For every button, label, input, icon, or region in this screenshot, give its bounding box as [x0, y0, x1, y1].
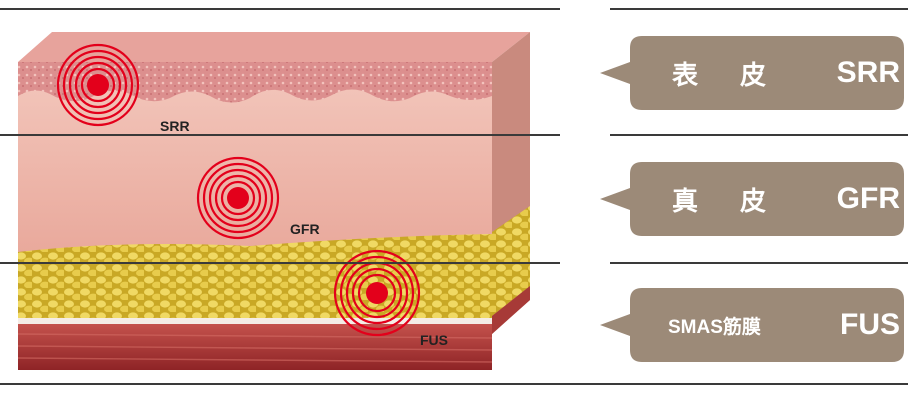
focal-target-icon [56, 43, 140, 127]
divider-line [610, 262, 908, 264]
callout-layer-name: SMAS筋膜 [668, 316, 761, 338]
divider-line [0, 8, 560, 10]
block-top-face [18, 32, 530, 62]
divider-line [610, 134, 908, 136]
tissue-label-gfr: GFR [290, 221, 320, 237]
divider-line [0, 134, 560, 136]
callout-layer-code: SRR [836, 56, 900, 89]
callout-layer-code: GFR [836, 182, 900, 215]
fat-layer [18, 234, 492, 318]
divider-line [0, 262, 560, 264]
divider-line [610, 8, 908, 10]
focal-target-icon [196, 156, 280, 240]
side-fat-band [492, 206, 530, 316]
callout-layer-name: 表皮 [672, 59, 769, 90]
tissue-label-srr: SRR [160, 118, 190, 134]
callout-epidermis: 表皮 SRR [600, 36, 904, 110]
tissue-label-fus: FUS [420, 332, 448, 348]
callout-layer-code: FUS [840, 308, 900, 341]
fascia-line [18, 318, 492, 324]
side-muscle-band [492, 286, 530, 334]
callout-smas: SMAS筋膜 FUS [600, 288, 904, 362]
callout-layer-name: 真皮 [672, 185, 769, 216]
divider-line [0, 383, 908, 385]
callout-dermis: 真皮 GFR [600, 162, 904, 236]
